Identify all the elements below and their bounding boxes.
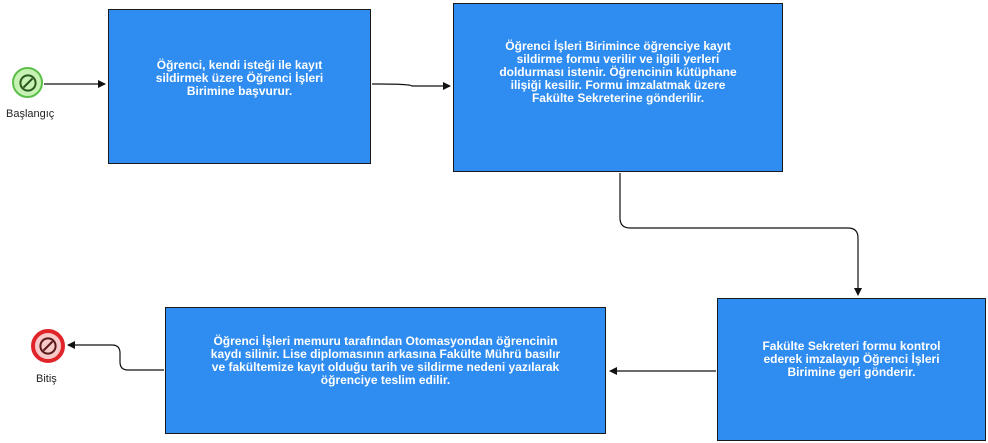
task-student-affairs-form[interactable]: Öğrenci İşleri Birimince öğrenciye kayıt… bbox=[453, 3, 783, 172]
flow-task1-to-task2 bbox=[371, 82, 451, 90]
task-faculty-secretary-sign[interactable]: Fakülte Sekreteri formu kontrol ederek i… bbox=[717, 298, 986, 441]
end-event-label: Bitiş bbox=[36, 373, 57, 385]
flow-task2-to-task3 bbox=[619, 173, 862, 296]
flow-task4-to-end bbox=[67, 341, 164, 371]
task-text: Fakülte Sekreteri formu kontrol ederek i… bbox=[762, 339, 941, 379]
task-text: Öğrenci, kendi isteği ile kayıt sildirme… bbox=[155, 58, 324, 98]
task-text: Öğrenci İşleri Birimince öğrenciye kayıt… bbox=[499, 39, 737, 105]
task-apply-to-student-affairs[interactable]: Öğrenci, kendi isteği ile kayıt sildirme… bbox=[108, 9, 371, 164]
prohibited-icon bbox=[39, 337, 57, 355]
start-event-label: Başlangıç bbox=[6, 108, 55, 120]
prohibited-icon bbox=[18, 73, 37, 92]
task-text: Öğrenci İşleri memuru tarafından Otomasy… bbox=[210, 333, 561, 387]
start-event[interactable] bbox=[12, 67, 43, 98]
end-event[interactable] bbox=[31, 329, 65, 363]
task-delete-record-and-deliver[interactable]: Öğrenci İşleri memuru tarafından Otomasy… bbox=[165, 307, 606, 434]
